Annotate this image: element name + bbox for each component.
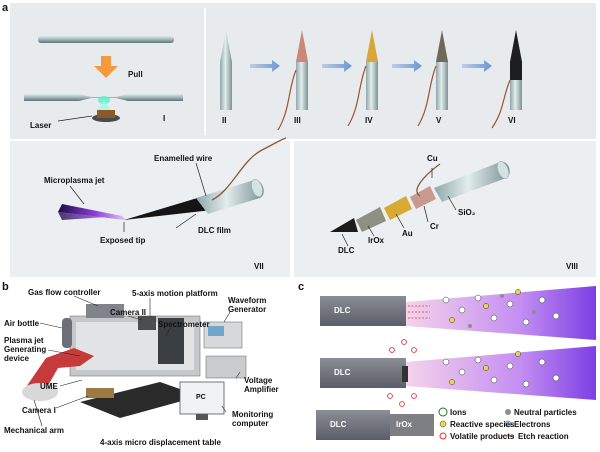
enamelled-wire: [211, 137, 287, 201]
plasma-plume-2: [406, 346, 596, 400]
particles-1: [442, 294, 560, 326]
spectrometer: [158, 318, 184, 364]
dlc-label-c2: DLC: [334, 368, 351, 377]
cr-cone: [410, 186, 436, 209]
step-arrow-3: [392, 60, 422, 72]
step-iv-label: IV: [365, 116, 373, 125]
dlc-label: DLC: [338, 246, 355, 255]
cu-wire: [416, 163, 441, 197]
step-vi-tip: [491, 30, 522, 129]
pull-arrow: [94, 56, 118, 78]
enamelled-wire-label: Enamelled wire: [154, 154, 213, 163]
irox-label-c: IrOx: [396, 420, 413, 429]
waveform-generator-label: Waveform Generator: [228, 296, 267, 314]
step-ii-tip: [220, 30, 232, 110]
legend-electrons-label: Electrons: [514, 420, 551, 429]
panel-a-letter: a: [2, 2, 9, 14]
au-label: Au: [402, 229, 413, 238]
voltage-amplifier: [205, 355, 247, 379]
step-i-label: I: [163, 114, 166, 123]
legend-reactive-marker: [439, 420, 447, 428]
laser-beam: [97, 100, 111, 111]
pull-label: Pull: [128, 70, 143, 79]
step-v-label: V: [436, 116, 442, 125]
subpanel-viii-label: VIII: [566, 262, 579, 271]
dlc-label-c3: DLC: [330, 420, 347, 429]
gas-flow-controller-label: Gas flow controller: [28, 288, 101, 297]
legend-electrons-marker: [504, 420, 512, 428]
plasma-jet-label: Plasma jet Generating device: [4, 336, 47, 363]
dlc-label-c1: DLC: [334, 306, 351, 315]
five-axis-label: 5-axis motion platform: [132, 289, 218, 298]
panel-c-letter: c: [298, 281, 305, 293]
dlc-bar-2: [320, 358, 406, 388]
step-iv-tip: [347, 30, 378, 127]
dlc-cone: [330, 218, 358, 232]
step-arrow-1: [250, 60, 280, 72]
sio2-shank: [434, 161, 510, 202]
air-bottle-label: Air bottle: [4, 319, 40, 328]
camera-i: [86, 388, 114, 398]
panel-b-letter: b: [2, 281, 9, 293]
ume-label: UME: [40, 382, 58, 391]
step-arrow-4: [462, 60, 492, 72]
step-vi-label: VI: [508, 116, 516, 125]
glass-shank: [196, 179, 264, 214]
legend-ions-label: Ions: [450, 408, 467, 417]
exposed-tip-label: Exposed tip: [100, 236, 146, 245]
sio2-label: SiO₂: [458, 208, 476, 217]
camera-i-label: Camera I: [22, 406, 56, 415]
four-axis-label: 4-axis micro displacement table: [100, 438, 221, 447]
cu-label: Cu: [427, 154, 438, 163]
dlc-coated-tip: [124, 196, 212, 220]
step-arrow-2: [322, 60, 352, 72]
legend-neutral-marker: [505, 409, 511, 415]
au-cone: [384, 196, 412, 220]
plasma-plume-1: [406, 286, 596, 340]
mechanical-arm-label: Mechanical arm: [4, 426, 65, 435]
dlc-bar-3: [316, 410, 390, 440]
spectrometer-label: Spectrometer: [158, 320, 210, 329]
legend-neutral-label: Neutral particles: [514, 408, 577, 417]
step-ii-label: II: [222, 116, 227, 125]
irox-cone: [356, 207, 386, 232]
pc-label: PC: [196, 394, 206, 401]
step-v-tip: [417, 30, 448, 127]
step-iii-tip: [277, 30, 308, 131]
legend-ions-marker: [438, 407, 448, 417]
microplasma-jet: [58, 204, 126, 220]
subpanel-vii-label: VII: [254, 262, 264, 271]
irox-bar: [390, 414, 434, 436]
monitoring-computer-label: Monitoring computer: [232, 410, 274, 428]
cr-label: Cr: [430, 222, 439, 231]
glass-rod-top: [38, 36, 174, 43]
voltage-amplifier-label: Voltage Amplifier: [244, 376, 279, 394]
subpanel-vii: [10, 141, 290, 277]
air-bottle: [62, 318, 72, 348]
dlc-bar-1: [320, 296, 406, 326]
laser-label: Laser: [30, 121, 52, 130]
camera-ii: [138, 316, 156, 330]
microplasma-jet-label: Microplasma jet: [44, 176, 105, 185]
legend-reactive-label: Reactive species: [450, 420, 515, 429]
camera-ii-label: Camera II: [110, 308, 147, 317]
displacement-table: [80, 382, 200, 418]
dlc-film-label: DLC film: [198, 226, 231, 235]
subpanel-viii: [294, 141, 596, 277]
legend-etch-label: Etch reaction: [518, 432, 569, 441]
step-iii-label: III: [294, 116, 301, 125]
gas-flow-controller: [86, 304, 124, 318]
irox-label: IrOx: [368, 236, 385, 245]
legend-volatile-marker: [439, 432, 447, 440]
volatile-products: [387, 339, 417, 407]
legend-volatile-label: Volatile products: [450, 432, 515, 441]
monitoring-computer: [179, 381, 225, 415]
